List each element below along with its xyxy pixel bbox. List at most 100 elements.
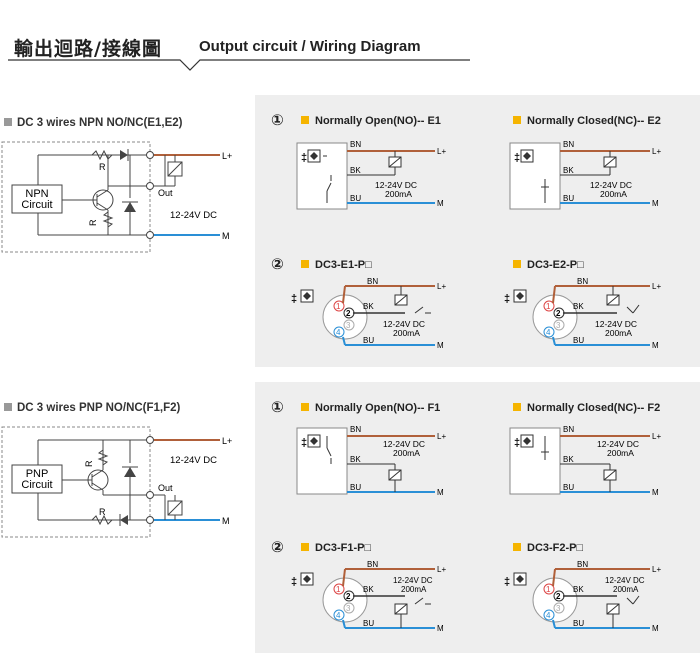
panel-f-no-title: Normally Open(NO)-- F1: [301, 402, 440, 414]
e2-bk: BK: [563, 166, 574, 175]
pe1-bk: BK: [363, 302, 374, 311]
pe1-current: 200mA: [393, 328, 420, 338]
pf1-bk: BK: [363, 585, 374, 594]
panel-f-num2: ②: [271, 539, 284, 556]
npn-circuit: R R Out 12-24V DC NPN Circuit L+ M: [0, 140, 255, 255]
svg-text:1: 1: [546, 585, 551, 594]
svg-text:3: 3: [346, 321, 351, 330]
pnp-lplus-label: L+: [222, 436, 232, 446]
f2-current: 200mA: [607, 448, 634, 458]
e1-bk: BK: [350, 166, 361, 175]
f2-bu: BU: [563, 483, 574, 492]
f2-lplus: L+: [652, 432, 661, 441]
svg-text:2: 2: [556, 592, 561, 601]
f1-lplus: L+: [437, 432, 446, 441]
title-zh: 輸出迴路/接線圖: [14, 38, 162, 60]
panel-f: ① Normally Open(NO)-- F1 Normally Closed…: [255, 382, 700, 653]
npn-lplus-label: L+: [222, 151, 232, 161]
panel-e-diagrams: ‡ BN BK BU L+ M 12-24V DC 200mA ‡ BN BK: [291, 140, 661, 350]
f1-voltage: 12-24V DC: [383, 439, 425, 449]
svg-text:‡: ‡: [291, 293, 297, 305]
pf2-lplus: L+: [652, 565, 661, 574]
pnp-m-label: M: [222, 516, 230, 526]
pf2-bk: BK: [573, 585, 584, 594]
npn-circuit-label2: Circuit: [21, 199, 52, 211]
panel-e-no-title: Normally Open(NO)-- E1: [301, 115, 441, 127]
npn-section-title: DC 3 wires NPN NO/NC(E1,E2): [4, 117, 183, 129]
svg-text:‡: ‡: [514, 437, 520, 449]
header-underline: [8, 59, 470, 71]
panel-e-num2: ②: [271, 256, 284, 273]
svg-text:4: 4: [546, 328, 551, 337]
pf2-current: 200mA: [613, 585, 639, 594]
f2-bk: BK: [563, 455, 574, 464]
f1-m: M: [437, 488, 444, 497]
f1-bk: BK: [350, 455, 361, 464]
pe1-bn: BN: [367, 277, 378, 286]
e2-lplus: L+: [652, 147, 661, 156]
svg-text:1: 1: [336, 585, 341, 594]
panel-f-nc-title: Normally Closed(NC)-- F2: [513, 402, 660, 414]
svg-text:‡: ‡: [301, 152, 307, 164]
f2-m: M: [652, 488, 659, 497]
pe2-m: M: [652, 341, 659, 350]
panel-e-num1: ①: [271, 112, 284, 129]
panel-f-diagrams: ‡ BN BK BU L+ M 12-24V DC 200mA ‡ BN BK: [291, 425, 661, 633]
pe2-bn: BN: [577, 277, 588, 286]
e2-bn: BN: [563, 140, 574, 149]
panel-e: ① Normally Open(NO)-- E1 Normally Closed…: [255, 95, 700, 367]
e1-bu: BU: [350, 194, 361, 203]
pnp-r-label: R: [99, 507, 106, 517]
f1-bu: BU: [350, 483, 361, 492]
page-header: 輸出迴路/接線圖 Output circuit / Wiring Diagram: [0, 0, 700, 80]
pf1-bn: BN: [367, 560, 378, 569]
pnp-circuit: R R Out 12-24V DC PNP Circuit L+ M: [0, 425, 255, 540]
f2-voltage: 12-24V DC: [597, 439, 639, 449]
npn-m-label: M: [222, 231, 230, 241]
svg-text:2: 2: [346, 592, 351, 601]
pf2-bu: BU: [573, 619, 584, 628]
pnp-out-label: Out: [158, 483, 173, 493]
pe2-bk: BK: [573, 302, 584, 311]
npn-circuit-label: NPN: [25, 188, 48, 200]
pnp-voltage-label: 12-24V DC: [170, 455, 217, 466]
svg-text:2: 2: [346, 309, 351, 318]
f1-current: 200mA: [393, 448, 420, 458]
svg-text:3: 3: [556, 604, 561, 613]
f2-bn: BN: [563, 425, 574, 434]
svg-text:‡: ‡: [514, 152, 520, 164]
pf2-m: M: [652, 624, 659, 633]
e1-m: M: [437, 199, 444, 208]
panel-f-p-title-a: DC3-F1-P□: [301, 542, 371, 554]
svg-text:‡: ‡: [301, 437, 307, 449]
e1-current: 200mA: [385, 189, 412, 199]
e1-bn: BN: [350, 140, 361, 149]
svg-text:4: 4: [546, 611, 551, 620]
panel-f-p-title-b: DC3-F2-P□: [513, 542, 583, 554]
svg-text:4: 4: [336, 328, 341, 337]
pe2-voltage: 12-24V DC: [595, 319, 637, 329]
pe1-bu: BU: [363, 336, 374, 345]
panel-e-p-title-b: DC3-E2-P□: [513, 259, 584, 271]
pe1-m: M: [437, 341, 444, 350]
svg-text:‡: ‡: [291, 576, 297, 588]
f1-bn: BN: [350, 425, 361, 434]
e1-lplus: L+: [437, 147, 446, 156]
svg-text:1: 1: [546, 302, 551, 311]
npn-r2-label: R: [88, 219, 98, 226]
pnp-circuit-label: PNP: [26, 468, 49, 480]
svg-text:‡: ‡: [504, 293, 510, 305]
pnp-circuit-label2: Circuit: [21, 479, 52, 491]
pf1-bu: BU: [363, 619, 374, 628]
e2-current: 200mA: [600, 189, 627, 199]
e2-bu: BU: [563, 194, 574, 203]
pnp-section-title: DC 3 wires PNP NO/NC(F1,F2): [4, 402, 180, 414]
npn-voltage-label: 12-24V DC: [170, 210, 217, 221]
svg-text:4: 4: [336, 611, 341, 620]
npn-out-label: Out: [158, 188, 173, 198]
pf1-m: M: [437, 624, 444, 633]
pf1-voltage: 12-24V DC: [393, 576, 433, 585]
e1-voltage: 12-24V DC: [375, 180, 417, 190]
pf2-bn: BN: [577, 560, 588, 569]
pf2-voltage: 12-24V DC: [605, 576, 645, 585]
